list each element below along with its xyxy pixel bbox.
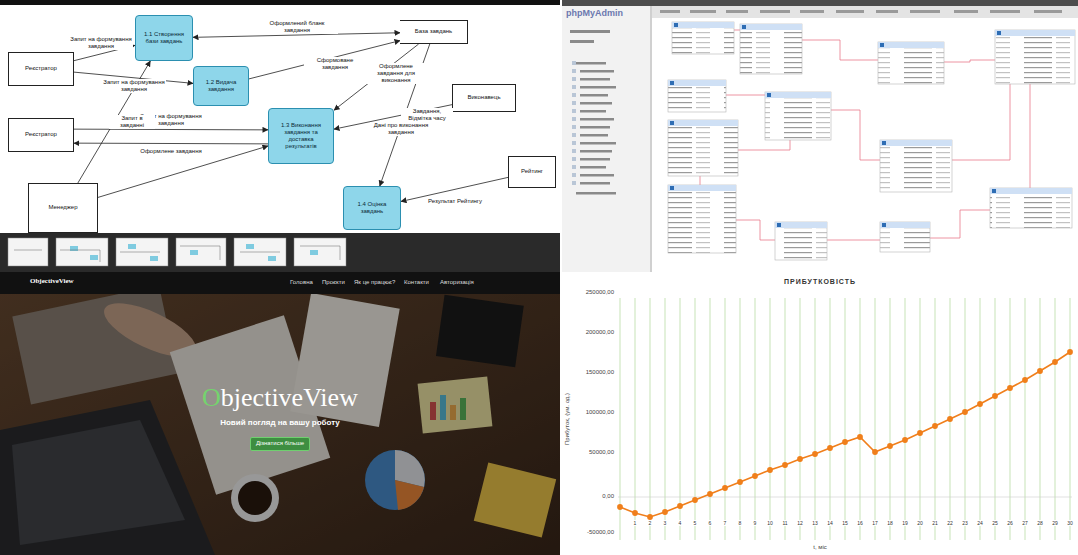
axis-tick: 30 — [1064, 520, 1076, 526]
nav-item: Проєкти — [322, 279, 345, 285]
axis-tick: 22 — [944, 520, 956, 526]
node-text: Рейтинг — [521, 168, 543, 175]
chart-title: ПРИБУТКОВІСТЬ — [700, 278, 940, 285]
flow-label: Запит на формування завдання — [102, 79, 166, 93]
axis-tick: 50000,00 — [572, 449, 614, 455]
external-entity: Менеджер — [28, 183, 98, 233]
axis-title: t, міс — [780, 544, 860, 550]
axis-tick: 9 — [749, 520, 761, 526]
axis-tick: 5 — [689, 520, 701, 526]
flow-label: Оформлене завдання для виконання — [365, 63, 427, 84]
flow-label: Запит в завданні — [109, 115, 155, 129]
external-entity: Реєстратор — [8, 52, 74, 86]
node-text: 1.4 Оцінка завдань — [347, 201, 397, 215]
axis-tick: 18 — [884, 520, 896, 526]
axis-tick: 0,00 — [572, 493, 614, 499]
axis-tick: 12 — [794, 520, 806, 526]
axis-tick: 28 — [1034, 520, 1046, 526]
axis-tick: 14 — [824, 520, 836, 526]
axis-tick: 200000,00 — [572, 329, 614, 335]
axis-tick: 19 — [899, 520, 911, 526]
flow-label: Результат Рейтингу — [424, 198, 486, 205]
axis-tick: 20 — [914, 520, 926, 526]
flow-arrow — [74, 143, 268, 145]
axis-tick: 23 — [959, 520, 971, 526]
brand-logo: ObjectiveView — [30, 277, 74, 285]
axis-tick: 3 — [659, 520, 671, 526]
axis-tick: 100000,00 — [572, 409, 614, 415]
external-entity: Виконавець — [452, 84, 516, 112]
axis-tick: 13 — [809, 520, 821, 526]
axis-tick: 2 — [644, 520, 656, 526]
flow-label: Дані про виконання завдання — [370, 122, 432, 136]
flow-label: Сформоване завдання — [304, 57, 366, 71]
axis-tick: 6 — [704, 520, 716, 526]
axis-tick: 29 — [1049, 520, 1061, 526]
axis-tick: 7 — [719, 520, 731, 526]
process-box: 1.1 Створення бази завдань — [135, 15, 193, 61]
axis-tick: 4 — [674, 520, 686, 526]
hero-title: ObjectiveView — [130, 383, 430, 413]
axis-tick: 24 — [974, 520, 986, 526]
process-box: 1.2 Видача завдання — [193, 66, 249, 106]
axis-tick: 250000,00 — [572, 289, 614, 295]
node-text: Реєстратор — [25, 131, 57, 138]
axis-tick: 27 — [1019, 520, 1031, 526]
axis-tick: 11 — [779, 520, 791, 526]
hero-button: Дізнатися більше — [250, 437, 310, 451]
nav-item: Контакти — [404, 279, 429, 285]
axis-tick: 25 — [989, 520, 1001, 526]
axis-tick: 16 — [854, 520, 866, 526]
axis-tick: 8 — [734, 520, 746, 526]
node-text: База завдань — [415, 28, 452, 35]
flow-label: Оформлений бланк завдання — [256, 20, 338, 34]
flow-label: Завдання, Відмітка часу — [401, 108, 453, 122]
node-text: 1.1 Створення бази завдань — [139, 31, 189, 45]
nav-item: Головна — [290, 279, 313, 285]
axis-tick: -50000,00 — [572, 529, 614, 535]
flow-label: Оформлене завдання — [139, 148, 203, 155]
node-text: Реєстратор — [25, 65, 57, 72]
nav-item: Авторизація — [440, 279, 474, 285]
axis-title: Прибуток, (ум. од.) — [564, 359, 570, 479]
nav-item: Як це працює? — [354, 279, 395, 285]
app-logo: phpMyAdmin — [566, 8, 623, 18]
axis-tick: 21 — [929, 520, 941, 526]
process-box: 1.4 Оцінка завдань — [343, 186, 401, 230]
node-text: Дізнатися більше — [256, 440, 304, 447]
axis-tick: 10 — [764, 520, 776, 526]
axis-tick: 1 — [629, 520, 641, 526]
node-text: 1.2 Видача завдання — [197, 79, 245, 93]
external-entity: Реєстратор — [8, 118, 74, 152]
data-store: База завдань — [400, 20, 468, 44]
axis-tick: 150000,00 — [572, 369, 614, 375]
axis-tick: 15 — [839, 520, 851, 526]
process-box: 1.3 Виконання завдання та доставка резул… — [268, 108, 334, 164]
node-text: 1.3 Виконання завдання та доставка резул… — [272, 122, 330, 151]
hero-subtitle: Новий погляд на вашу роботу — [130, 418, 430, 427]
flow-label: Запит на формування завдання — [69, 36, 133, 50]
node-text: Виконавець — [467, 94, 500, 101]
external-entity: Рейтинг — [508, 156, 556, 188]
flow-arrow — [74, 129, 268, 131]
axis-tick: 26 — [1004, 520, 1016, 526]
axis-tick: 17 — [869, 520, 881, 526]
node-text: Менеджер — [48, 204, 77, 211]
flow-arrow — [98, 146, 268, 197]
